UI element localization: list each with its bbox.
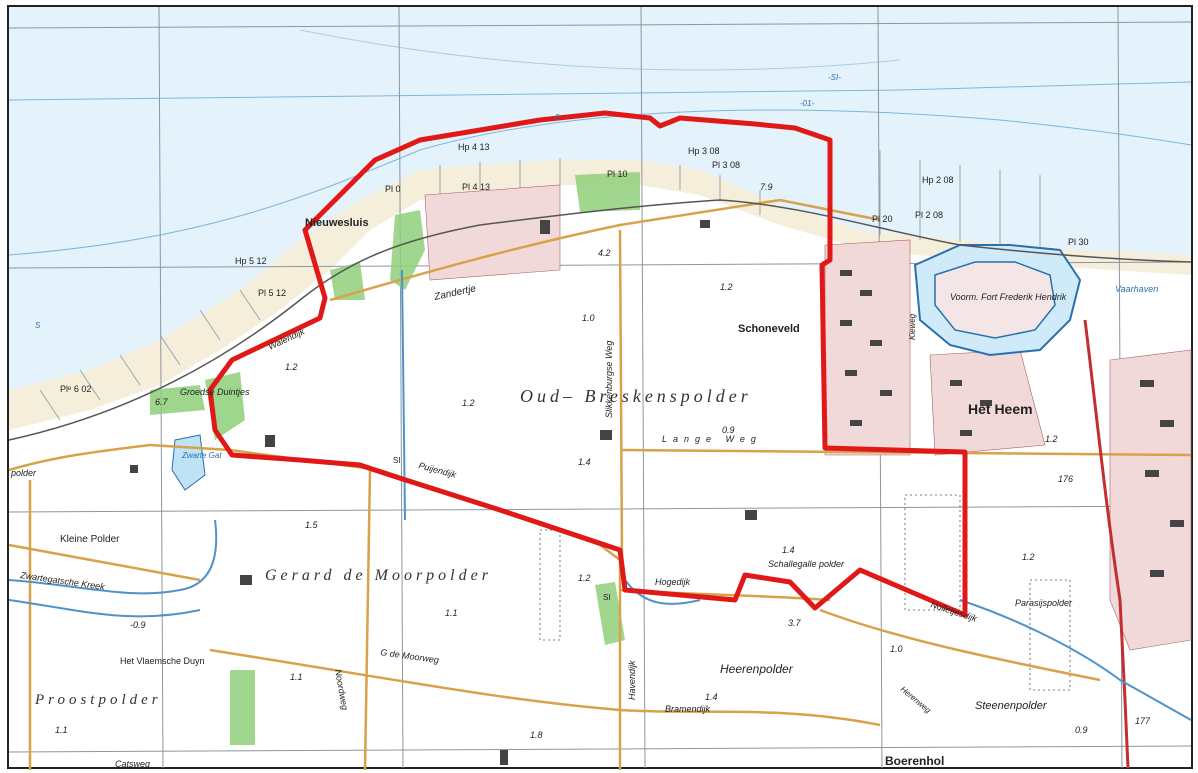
elevation: 7.9 [760,182,773,192]
label-voorm-fort: Voorm. Fort Frederik Hendrik [950,292,1067,302]
marker-si2: SI [603,593,611,602]
elevation: 1.1 [55,725,68,735]
label-gerard-de-moorpolder: Gerard de Moorpolder [265,567,492,584]
label-polder-left: polder [10,468,37,478]
elevation: 1.8 [530,730,543,740]
elevation: 1.2 [1022,552,1035,562]
water-area [9,7,1191,390]
marker-hp208: Hp 2 08 [922,175,954,185]
marker-pl10: Pl 10 [607,169,628,179]
label-het-heem: Het Heem [968,401,1033,417]
elevation: 3.7 [788,618,802,628]
marker-pl512: Pl 5 12 [258,288,286,298]
groyne-hatching [39,150,1041,421]
urban-blocks [130,220,1184,765]
elevation: 1.1 [290,672,303,682]
label-schoneveld: Schoneveld [738,323,800,335]
elevation: 1.1 [445,608,458,618]
marker-hp413: Hp 4 13 [458,142,490,152]
road-hogedijk: Hogedijk [655,577,691,587]
hatched-fields [539,494,1071,691]
elevation: 1.0 [582,313,595,323]
label-vaarhaven: Vaarhaven [1115,284,1158,294]
road-kieweg: Kieweg [908,313,917,340]
elevation: 0.9 [1075,725,1088,735]
label-steenenpolder: Steenenpolder [975,700,1048,712]
road-havendijk: Havendijk [627,660,637,700]
marker-pl20: Pl 20 [872,214,893,224]
elevation: 1.4 [782,545,795,555]
marker-sl: -SI- [828,73,841,82]
depth-contour [299,29,901,71]
marker-hp512: Hp 5 12 [235,256,267,266]
elevation: 1.2 [578,573,591,583]
elevation: 6.7 [155,397,169,407]
label-boerenhol: Boerenhol [885,754,944,768]
depth-contour [8,81,1192,101]
beach-strip [9,160,1191,430]
elevation: 1.4 [578,457,591,467]
elevation: 1.2 [720,282,733,292]
main-highway [1083,319,1130,769]
road-lange-weg: Lange Weg [662,434,762,444]
route-number: 177 [1135,716,1151,726]
road-slikkenburgse-weg: Slikkenburgse Weg [604,341,614,418]
marker-pl413: Pl 4 13 [462,182,490,192]
marker-pl2-08: Pl 2 08 [915,210,943,220]
elevation: 1.5 [305,520,319,530]
map-frame [7,5,1193,769]
marker-pl0: Pl 0 [385,184,401,194]
label-oud-breskenspolder: Oud– Breskenspolder [520,386,752,406]
study-area-boundary [207,110,968,618]
marker-s: S [35,321,41,330]
map-grid [8,6,1192,769]
road-catsweg: Catsweg [115,759,150,769]
road-bramendijk: Bramendijk [665,704,711,714]
fort-inner [934,261,1056,339]
marker-ol: -01- [800,99,815,108]
elevation: 1.2 [285,362,298,372]
elevation: 1.4 [705,692,718,702]
marker-pl308: Pl 3 08 [712,160,740,170]
label-kleine-polder: Kleine Polder [60,534,120,545]
label-proostpolder: Proostpolder [34,692,162,708]
label-schallegalle-polder: Schallegalle polder [768,559,845,569]
marker-pl30: Pl 30 [1068,237,1089,247]
marker-pl602: Plᵉ 6 02 [60,384,91,394]
marker-si: SI [393,456,401,465]
elevation: 0.9 [722,425,735,435]
label-het-vlaemsche-duyn: Het Vlaemsche Duyn [120,656,205,666]
label-heerenpolder: Heerenpolder [720,662,794,676]
marker-zero: 0 [555,113,560,122]
label-nieuwesluis: Nieuwesluis [305,217,369,229]
coastal-road [8,199,1192,441]
elevation: -0.9 [130,620,146,630]
label-parasijspolder: Parasijspolder [1015,598,1073,608]
waterways [8,269,1192,721]
elevation: 1.2 [1045,434,1058,444]
elevation: 1.0 [890,644,903,654]
label-groedse-duintjes: Groedse Duintjes [180,387,250,397]
label-zwarte-gat: Zwarte Gat [181,451,222,460]
route-number: 176 [1058,474,1073,484]
depth-contour [8,109,1192,256]
marker-hp308: Hp 3 08 [688,146,720,156]
elevation: 4.2 [598,248,611,258]
elevation: 1.2 [462,398,475,408]
